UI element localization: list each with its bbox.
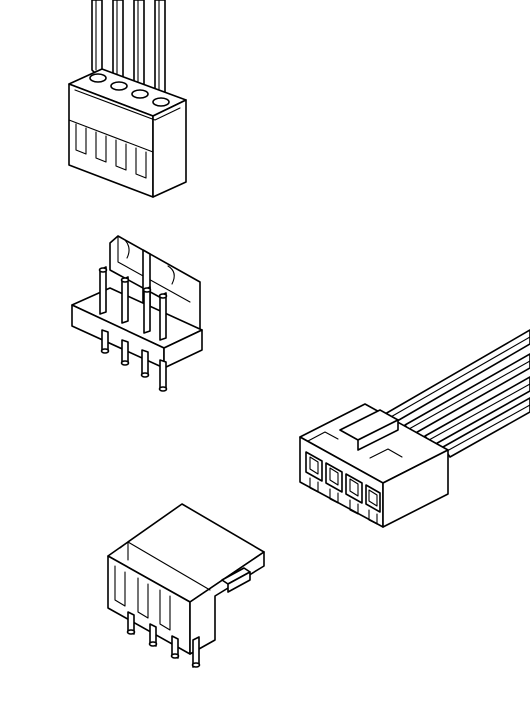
ra-header-pins (126, 611, 201, 668)
housing-side-face-h (382, 449, 449, 528)
crimp-housing-horizontal (299, 329, 530, 528)
header-pins (98, 266, 168, 392)
crimp-housing-vertical (68, 0, 187, 198)
housing-cavities (305, 451, 381, 525)
wire-bundle-horizontal (384, 329, 530, 458)
ra-header-side-face (189, 551, 265, 655)
pin-header-vertical (71, 235, 203, 392)
pin-header-right-angle (107, 503, 265, 668)
housing-side-face (152, 99, 187, 198)
